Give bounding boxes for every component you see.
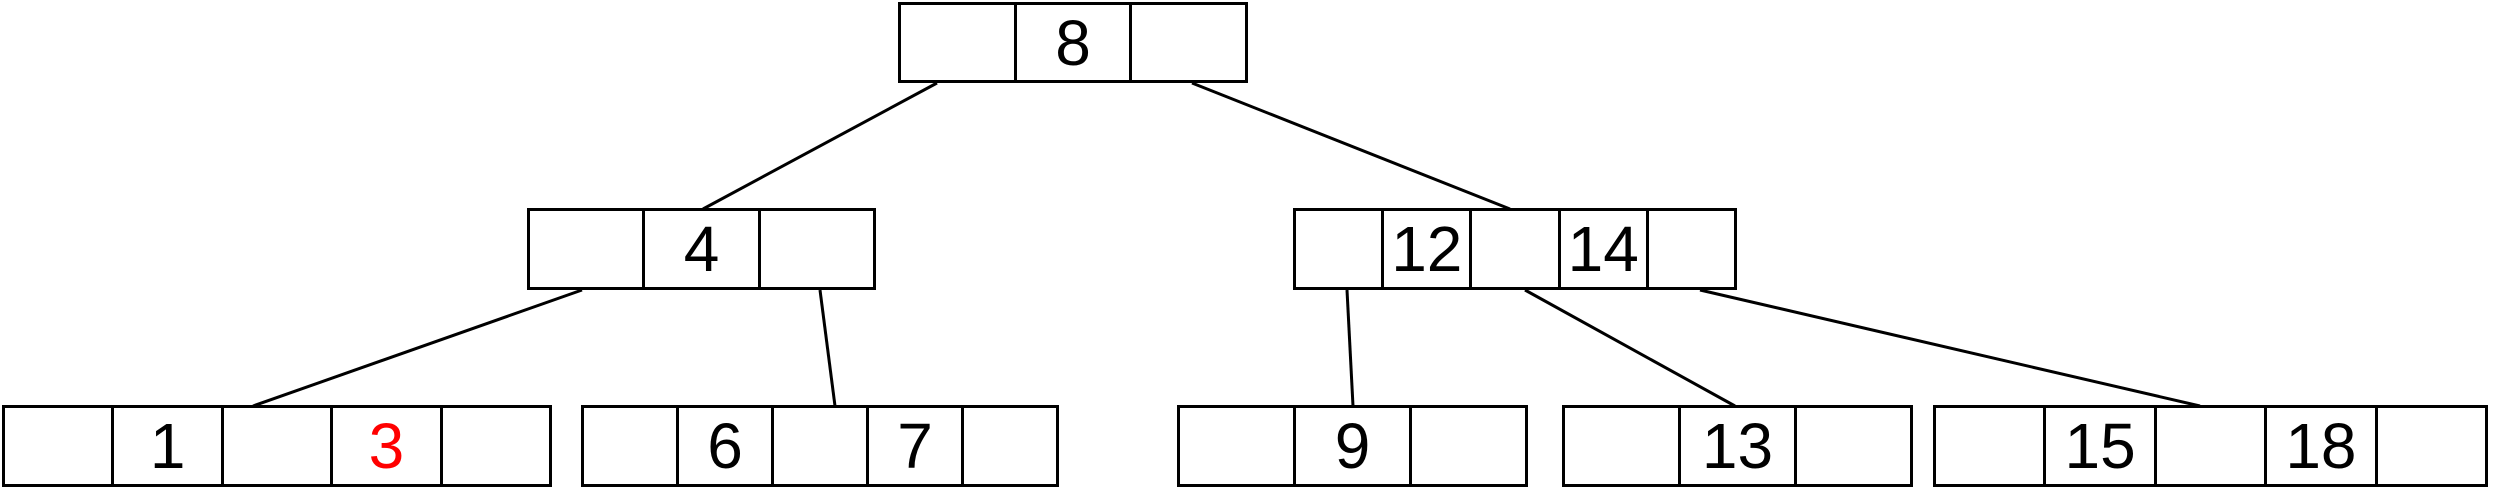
- btree-pointer-cell: [1129, 5, 1245, 80]
- tree-edge-internal-12-14-to-leaf-15-18: [1699, 288, 2201, 408]
- btree-key-label: 6: [707, 410, 743, 482]
- btree-pointer-cell: [771, 408, 866, 484]
- btree-key-cell-9: 9: [1293, 408, 1409, 484]
- btree-key-cell-3: 3: [330, 408, 439, 484]
- btree-key-label: 14: [1567, 213, 1639, 285]
- btree-key-label: 3: [368, 410, 405, 482]
- tree-edge-internal-12-14-to-leaf-13: [1524, 288, 1736, 408]
- btree-node-internal-12-14: 12 14: [1293, 208, 1737, 290]
- btree-key-cell-8: 8: [1013, 5, 1130, 80]
- btree-pointer-cell: [1565, 408, 1678, 484]
- btree-pointer-cell: [530, 211, 642, 287]
- btree-key-label: 13: [1701, 410, 1774, 482]
- btree-pointer-cell: [757, 211, 873, 287]
- btree-node-internal-4: 4: [527, 208, 876, 290]
- btree-key-label: 4: [683, 213, 720, 285]
- btree-key-label: 7: [897, 410, 933, 482]
- btree-pointer-cell: [220, 408, 330, 484]
- btree-key-cell-6: 6: [676, 408, 771, 484]
- btree-pointer-cell: [1936, 408, 2043, 484]
- btree-key-label: 18: [2285, 410, 2357, 482]
- tree-edge-internal-4-to-leaf-1-3: [252, 288, 583, 408]
- btree-key-cell-1: 1: [111, 408, 220, 484]
- btree-key-cell-12: 12: [1381, 211, 1469, 287]
- btree-key-label: 9: [1334, 410, 1371, 482]
- btree-pointer-cell: [5, 408, 111, 484]
- tree-edge-root-8-to-internal-12-14: [1191, 81, 1511, 211]
- btree-pointer-cell: [1180, 408, 1293, 484]
- btree-node-leaf-13: 13: [1562, 405, 1913, 487]
- btree-key-label: 12: [1391, 213, 1463, 285]
- btree-key-cell-15: 15: [2043, 408, 2153, 484]
- btree-pointer-cell: [1794, 408, 1910, 484]
- btree-pointer-cell: [1409, 408, 1525, 484]
- btree-key-label: 15: [2064, 410, 2136, 482]
- btree-pointer-cell: [1645, 211, 1734, 287]
- btree-key-cell-14: 14: [1557, 211, 1646, 287]
- btree-key-label: 8: [1055, 6, 1091, 79]
- btree-pointer-cell: [901, 5, 1014, 80]
- btree-pointer-cell: [1469, 211, 1557, 287]
- btree-key-cell-4: 4: [642, 211, 757, 287]
- btree-pointer-cell: [1296, 211, 1381, 287]
- tree-edge-internal-4-to-leaf-6-7: [818, 289, 837, 407]
- btree-pointer-cell: [961, 408, 1056, 484]
- btree-pointer-cell: [439, 408, 549, 484]
- tree-edge-internal-12-14-to-leaf-9: [1345, 289, 1355, 407]
- btree-key-cell-13: 13: [1678, 408, 1794, 484]
- btree-pointer-cell: [2153, 408, 2264, 484]
- btree-pointer-cell: [2374, 408, 2485, 484]
- btree-key-label: 1: [149, 410, 186, 482]
- tree-edge-root-8-to-internal-4: [702, 81, 938, 211]
- btree-node-leaf-9: 9: [1177, 405, 1528, 487]
- btree-key-cell-7: 7: [866, 408, 961, 484]
- btree-pointer-cell: [584, 408, 676, 484]
- btree-key-cell-18: 18: [2264, 408, 2374, 484]
- btree-node-root-8: 8: [898, 2, 1248, 83]
